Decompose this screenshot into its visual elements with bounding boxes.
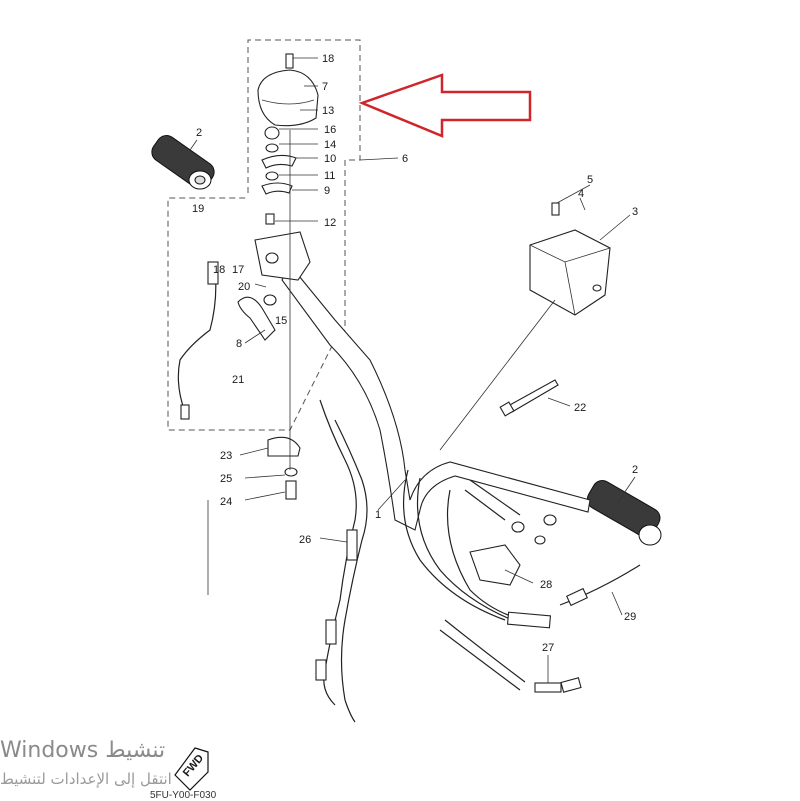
fwd-direction-badge: FWD bbox=[174, 747, 209, 791]
cable-26 bbox=[315, 399, 368, 723]
bracket-23 bbox=[267, 436, 301, 500]
windows-activation-watermark: Windows تنشيط bbox=[0, 738, 166, 763]
callout-4: 4 bbox=[578, 188, 584, 200]
callout-22: 22 bbox=[574, 402, 586, 414]
callout-16: 16 bbox=[324, 124, 336, 136]
cable-21 bbox=[177, 261, 219, 420]
callout-24: 24 bbox=[220, 496, 232, 508]
callout-17: 17 bbox=[232, 264, 244, 276]
right-grip bbox=[586, 480, 662, 546]
throttle-cables bbox=[403, 469, 552, 691]
callout-28: 28 bbox=[540, 579, 552, 591]
callout-15: 15 bbox=[275, 315, 287, 327]
callout-8: 8 bbox=[236, 338, 242, 350]
callout-1: 1 bbox=[375, 509, 381, 521]
callout-7: 7 bbox=[322, 81, 328, 93]
callout-29: 29 bbox=[624, 611, 636, 623]
callout-14: 14 bbox=[324, 139, 336, 151]
callout-19: 19 bbox=[192, 203, 204, 215]
callout-3: 3 bbox=[632, 206, 638, 218]
callout-13: 13 bbox=[322, 105, 334, 117]
callout-labels: 1 2 2 3 4 5 6 7 8 9 10 11 12 13 14 15 16… bbox=[192, 53, 638, 654]
lever-bracket bbox=[254, 231, 311, 281]
left-grip bbox=[151, 135, 215, 190]
washer-15 bbox=[263, 294, 277, 306]
callout-12: 12 bbox=[324, 217, 336, 229]
red-arrow-annotation bbox=[358, 73, 532, 138]
assembly-dashed-outline bbox=[167, 39, 361, 431]
leader-lines bbox=[189, 57, 636, 683]
callout-21: 21 bbox=[232, 374, 244, 386]
screw-18 bbox=[285, 53, 294, 69]
long-screw-22 bbox=[499, 379, 559, 417]
callout-18-left: 18 bbox=[213, 264, 225, 276]
callout-2-left: 2 bbox=[196, 127, 202, 139]
callout-11: 11 bbox=[324, 170, 335, 182]
callout-27: 27 bbox=[542, 642, 554, 654]
callout-26: 26 bbox=[299, 534, 311, 546]
callout-20: 20 bbox=[238, 281, 250, 293]
handlebar-tube bbox=[281, 264, 591, 531]
switch-cover bbox=[257, 69, 319, 127]
callout-23: 23 bbox=[220, 450, 232, 462]
clutch-lever bbox=[237, 296, 276, 341]
callout-10: 10 bbox=[324, 153, 336, 165]
cable-29 bbox=[559, 564, 641, 607]
callout-6: 6 bbox=[402, 153, 408, 165]
kill-switch-28 bbox=[469, 514, 557, 586]
connector-27 bbox=[534, 677, 582, 693]
callout-2-right: 2 bbox=[632, 464, 638, 476]
diagram-code-label: 5FU-Y00-F030 bbox=[150, 790, 217, 801]
callout-5: 5 bbox=[587, 174, 593, 186]
callout-9: 9 bbox=[324, 185, 330, 197]
callout-25: 25 bbox=[220, 473, 232, 485]
small-parts-column bbox=[261, 126, 297, 225]
callout-18-top: 18 bbox=[322, 53, 334, 65]
switch-housing-3 bbox=[529, 202, 611, 316]
windows-activation-subtitle: انتقل إلى الإعدادات لتنشيط bbox=[0, 770, 172, 788]
